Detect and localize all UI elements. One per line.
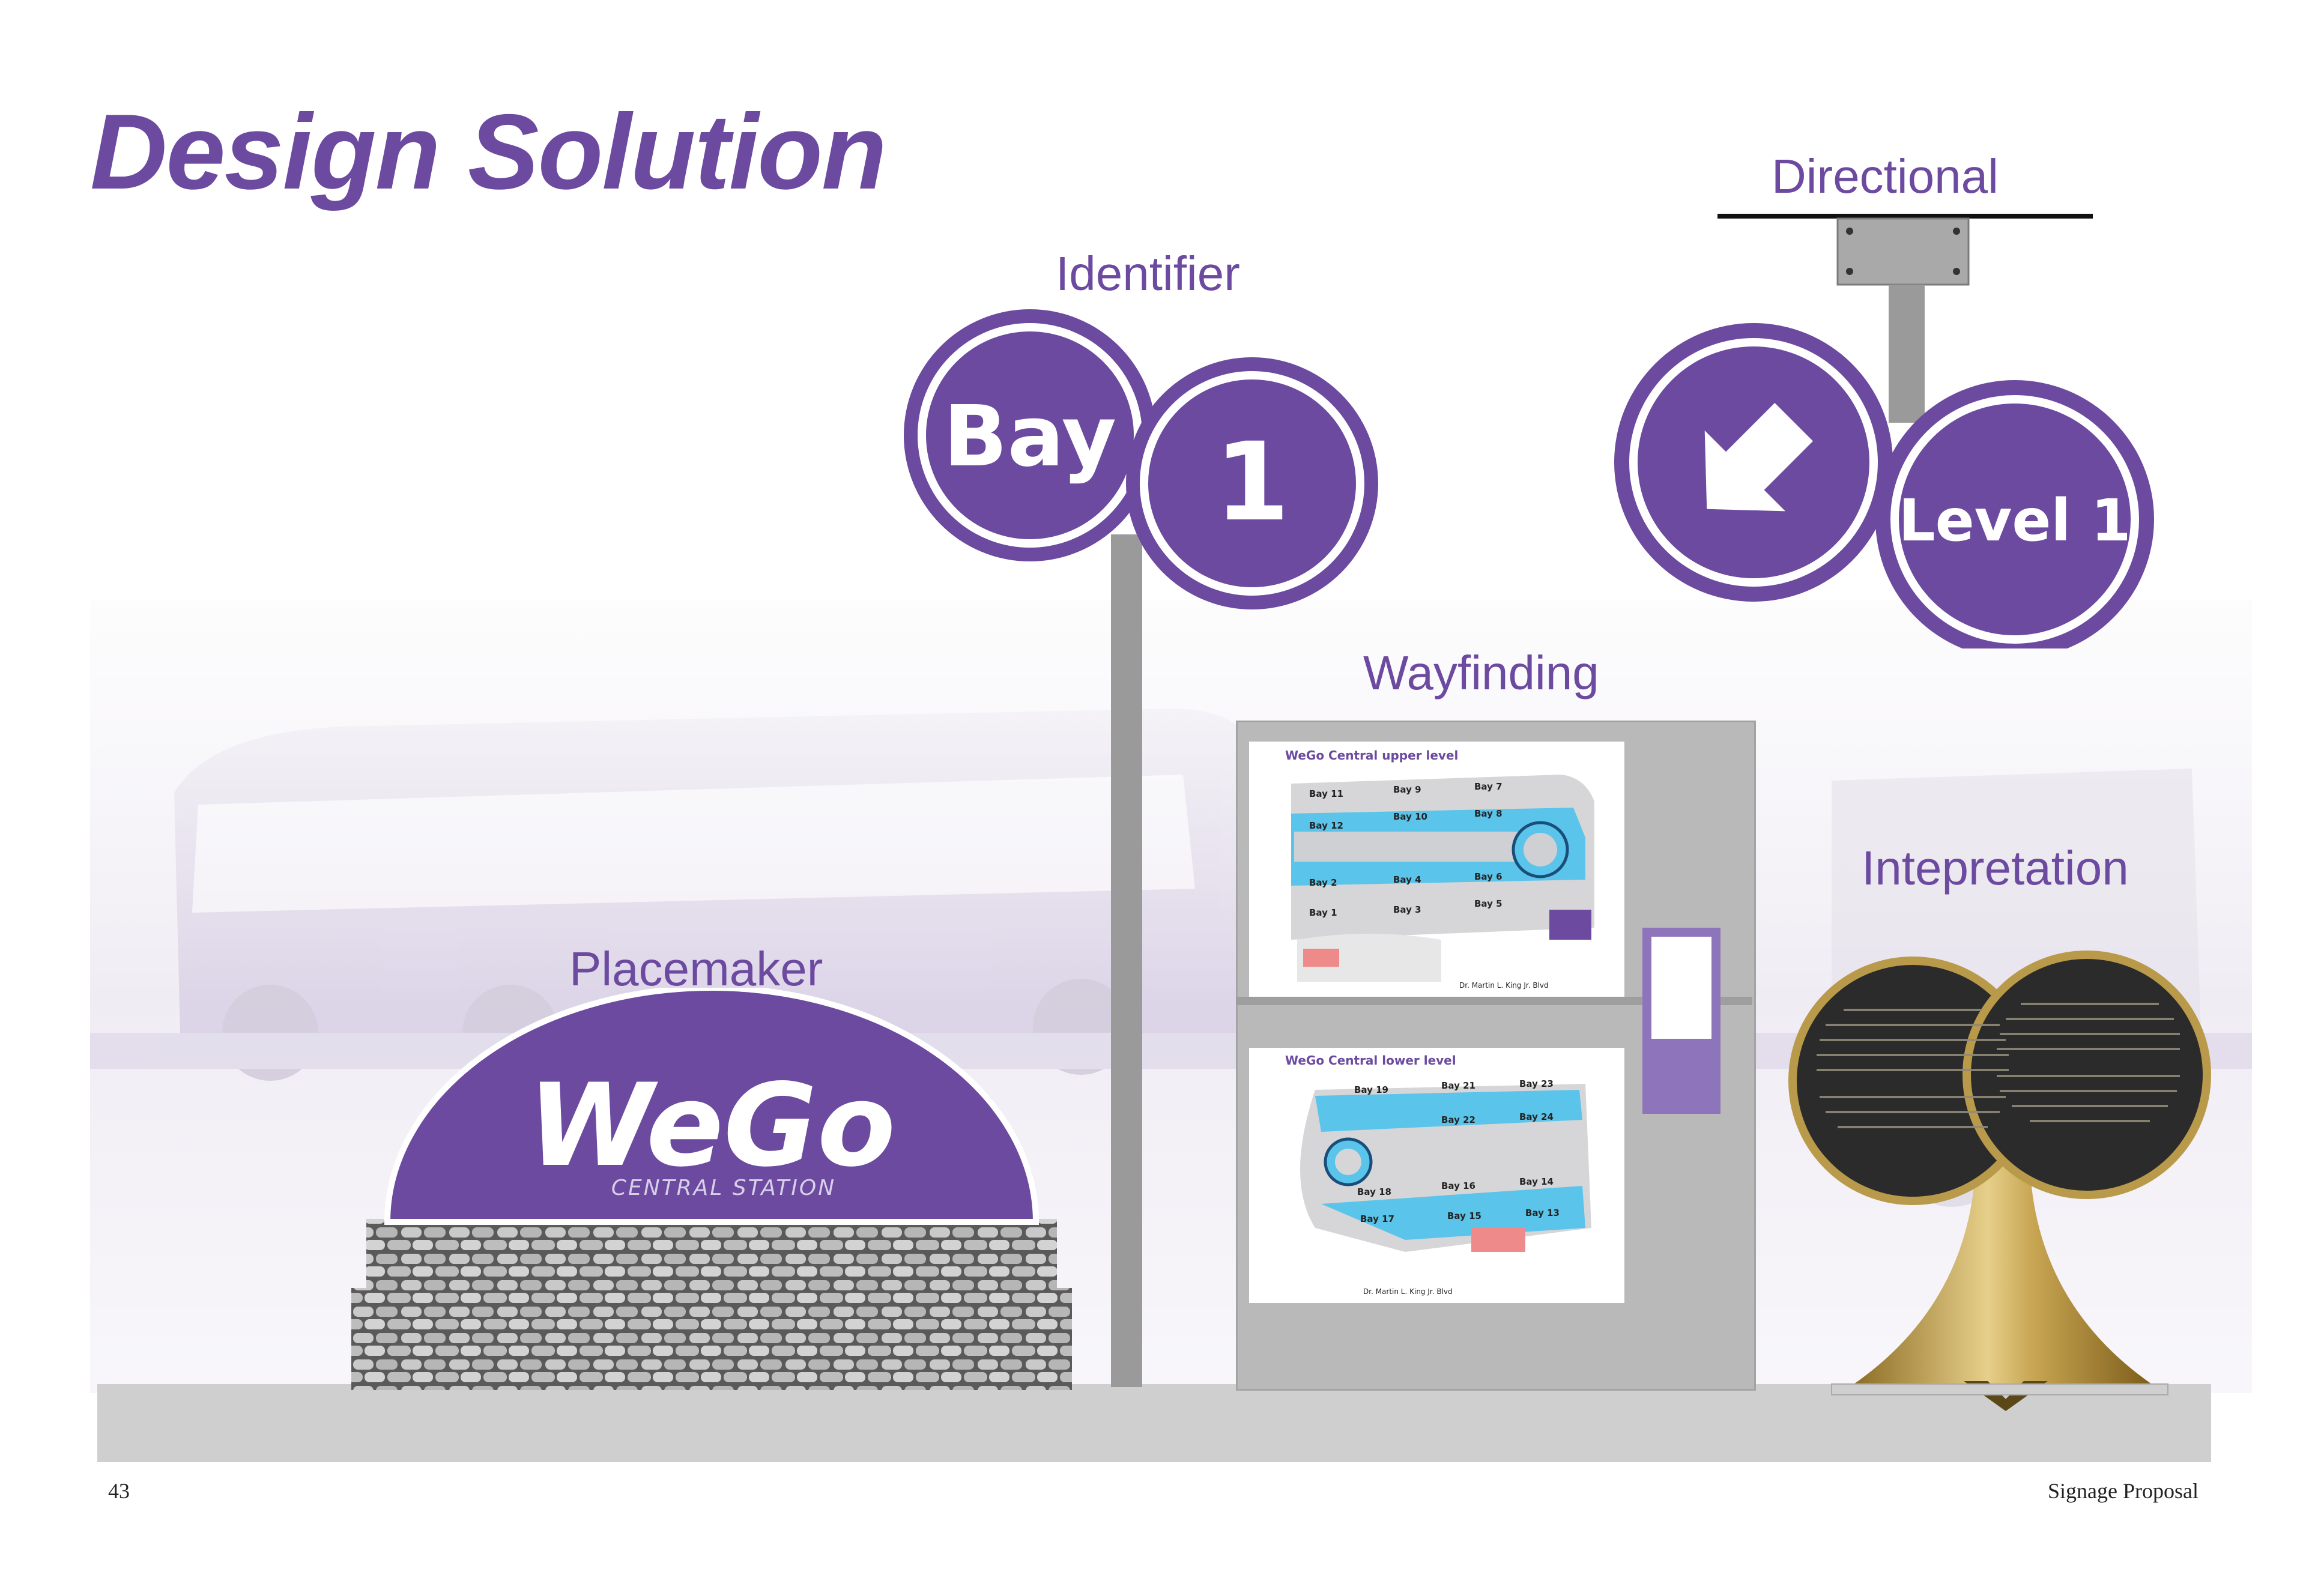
kiosk-brochure-slot [1651,937,1711,1039]
svg-text:Bay 21: Bay 21 [1441,1080,1475,1091]
directional-label: Directional [1772,150,1999,203]
identifier-pole [1111,534,1142,1387]
number-circle [1126,357,1378,609]
page-number: 43 [108,1479,130,1503]
bay-word: Bay [943,388,1116,486]
svg-text:Bay 1: Bay 1 [1309,907,1337,918]
svg-text:Bay 12: Bay 12 [1309,820,1343,831]
svg-text:Bay 6: Bay 6 [1474,871,1503,882]
lower-map-title: WeGo Central lower level [1285,1053,1456,1068]
svg-text:Bay 5: Bay 5 [1474,898,1503,909]
wego-arch [384,988,1040,1225]
svg-text:Bay 22: Bay 22 [1441,1114,1475,1125]
svg-text:Bay 11: Bay 11 [1309,788,1343,799]
level-text: Level 1 [1898,487,2131,554]
svg-text:Bay 15: Bay 15 [1447,1211,1481,1221]
bay-circle [904,309,1156,561]
identifier-label: Identifier [1056,247,1240,300]
identifier-sign: Bay 1 [904,309,1378,1387]
svg-text:Bay 4: Bay 4 [1393,874,1421,885]
svg-text:Bay 10: Bay 10 [1393,811,1427,822]
svg-text:Bay 17: Bay 17 [1360,1214,1394,1224]
upper-map-street: Dr. Martin L. King Jr. Blvd [1459,981,1549,990]
svg-text:Bay 3: Bay 3 [1393,904,1421,915]
lower-map-street: Dr. Martin L. King Jr. Blvd [1363,1287,1453,1296]
svg-text:Bay 14: Bay 14 [1519,1176,1554,1187]
interpretation-plaque [1788,951,2211,1411]
footer-title: Signage Proposal [2048,1479,2199,1503]
upper-map-bays: Bay 11 Bay 9 Bay 7 Bay 12 Bay 10 Bay 8 B… [1309,781,1503,918]
placemaker-sign: WeGo CENTRAL STATION [351,988,1072,1390]
lower-level-map: WeGo Central lower level Bay 19 Bay 21 B… [1249,1048,1624,1303]
svg-text:Bay 24: Bay 24 [1519,1111,1554,1122]
arrow-down-left-icon [1704,403,1813,512]
plaque-text-lines [1817,1003,2180,1128]
bay-number: 1 [1214,420,1289,545]
placemaker-label: Placemaker [569,942,823,996]
directional-sign: Level 1 [1614,214,2154,648]
interpretation-label: Intepretation [1862,841,2129,895]
svg-text:Bay 23: Bay 23 [1519,1078,1554,1089]
plaque-stand [1850,1135,2156,1387]
lower-map-bays: Bay 19 Bay 21 Bay 23 Bay 22 Bay 24 Bay 1… [1354,1078,1560,1224]
svg-text:Bay 8: Bay 8 [1474,808,1503,819]
page-title: Design Solution [90,92,887,211]
svg-text:Bay 9: Bay 9 [1393,784,1421,795]
wayfinding-label: Wayfinding [1363,646,1599,700]
svg-text:Bay 16: Bay 16 [1441,1180,1475,1191]
wego-logo: WeGo [528,1059,896,1192]
upper-map-title: WeGo Central upper level [1285,748,1458,763]
svg-text:Bay 7: Bay 7 [1474,781,1503,792]
svg-text:Bay 13: Bay 13 [1525,1208,1560,1218]
ground-sidewalk [97,1384,2211,1462]
level-circle [1875,380,2154,648]
svg-text:Bay 2: Bay 2 [1309,877,1337,888]
svg-text:Bay 18: Bay 18 [1357,1186,1391,1197]
upper-level-map: WeGo Central upper level Bay 11 Bay 9 Ba… [1249,742,1624,997]
central-station-text: CENTRAL STATION [611,1176,836,1200]
svg-text:Bay 19: Bay 19 [1354,1084,1388,1095]
kiosk-divider [1236,997,1752,1005]
